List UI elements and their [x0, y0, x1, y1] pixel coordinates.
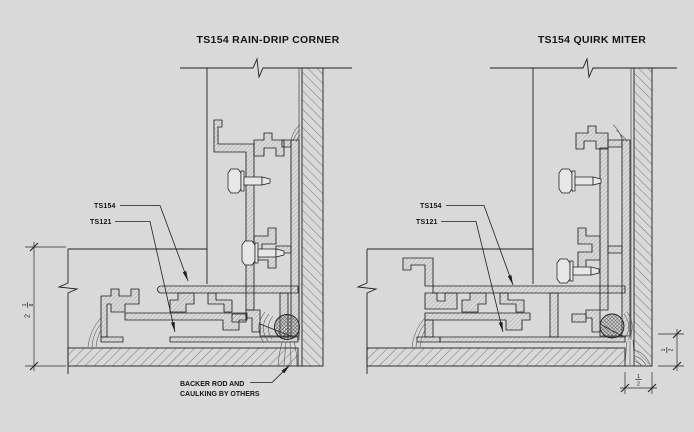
profile-label-ts154: TS154 — [420, 203, 442, 210]
ts121-leader-line — [115, 221, 176, 333]
backer-rod — [599, 313, 625, 339]
quirk-horizontal-dimension: 1 2 — [620, 372, 657, 394]
backer-rod-and-caulk — [599, 311, 651, 367]
depth-dimension: 2 1 8 — [22, 242, 66, 371]
hex-bolt-lower — [556, 258, 600, 284]
dimension-denominator: 2 — [668, 348, 674, 351]
vertical-frame-extrusion — [213, 119, 300, 337]
ts154-leader-line — [446, 205, 514, 286]
hex-bolt-upper — [227, 168, 271, 194]
backer-rod — [274, 314, 300, 340]
dimension-numerator: 1 — [637, 374, 640, 380]
bond-caulk-fan-left — [411, 317, 426, 348]
panel-seal-fan-top — [290, 124, 301, 143]
vertical-panel — [633, 67, 653, 367]
horizontal-frame-extrusion — [100, 285, 299, 343]
ts154-leader-line — [120, 205, 189, 282]
quirk-miter-detail: TS154 QUIRK MITER — [356, 34, 684, 394]
rain-drip-corner-detail: TS154 RAIN-DRIP CORNER — [22, 34, 352, 398]
backer-rod-and-caulk — [258, 311, 300, 366]
ts121-leader-line — [441, 221, 504, 333]
detail-title: TS154 RAIN-DRIP CORNER — [197, 34, 340, 46]
quirk-vertical-dimension: 1 2 — [658, 329, 684, 371]
dimension-denominator: 2 — [637, 382, 640, 388]
backer-rod-note-line1: BACKER ROD AND — [180, 381, 244, 388]
profile-label-ts121: TS121 — [90, 219, 112, 226]
edge-break-line-left — [356, 249, 378, 374]
vertical-panel — [301, 67, 324, 367]
backer-rod-note-leader — [250, 364, 291, 383]
quirk-caulk-fan — [633, 349, 651, 367]
hex-bolt-upper — [558, 168, 602, 194]
profile-label-ts154: TS154 — [94, 203, 116, 210]
dimension-numerator: 1 — [661, 348, 667, 351]
dimension-numerator: 1 — [22, 303, 28, 306]
edge-break-line-left — [57, 249, 79, 374]
dimension-whole: 2 — [25, 314, 32, 318]
interior-corner-lines — [367, 68, 534, 284]
wall-break-line-top — [180, 57, 352, 79]
vertical-frame-extrusion — [571, 125, 631, 337]
hex-bolt-lower — [241, 240, 285, 266]
panel-seal-fan-top — [612, 124, 628, 143]
profile-label-ts121: TS121 — [416, 219, 438, 226]
backer-rod-note-line2: CAULKING BY OTHERS — [180, 391, 260, 398]
dimension-denominator: 8 — [29, 303, 35, 306]
interior-corner-lines — [68, 68, 208, 284]
detail-title: TS154 QUIRK MITER — [538, 34, 646, 46]
horizontal-panel — [366, 347, 626, 367]
horizontal-panel — [67, 347, 299, 367]
horizontal-frame-extrusion — [402, 257, 626, 343]
bond-caulk-fan-left — [87, 317, 102, 348]
wall-break-line-top — [490, 57, 677, 79]
